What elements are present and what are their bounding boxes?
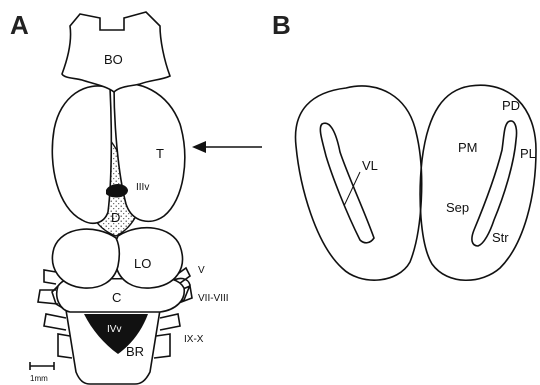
nerve-right-ix <box>160 314 180 330</box>
label-vl: VL <box>362 158 378 173</box>
label-d: D <box>111 210 120 225</box>
telencephalon-left <box>52 86 111 223</box>
label-c: C <box>112 290 121 305</box>
section-right-ventricle <box>472 121 517 246</box>
label-br: BR <box>126 344 144 359</box>
label-pd: PD <box>502 98 520 113</box>
scale-label: 1mm <box>30 374 48 383</box>
arrow-pointer <box>192 141 262 153</box>
label-ix-x: IX-X <box>184 334 204 345</box>
label-vii-viii: VII-VIII <box>198 293 229 304</box>
label-pl: PL <box>520 146 536 161</box>
label-iiiv: IIIv <box>136 182 149 193</box>
transverse-section <box>295 85 536 280</box>
section-left-hemisphere <box>295 86 421 280</box>
label-sep: Sep <box>446 200 469 215</box>
panel-letter-a: A <box>10 10 29 40</box>
optic-lobe-left <box>52 229 119 288</box>
panel-letter-b: B <box>272 10 291 40</box>
section-left-ventricle <box>320 123 374 243</box>
label-t: T <box>156 146 164 161</box>
nerve-left-ix <box>44 314 66 330</box>
label-ivv: IVv <box>107 324 121 335</box>
nerve-right-x <box>154 334 170 358</box>
label-pm: PM <box>458 140 478 155</box>
label-v: V <box>198 265 205 276</box>
nerve-left-v <box>44 270 56 284</box>
scale-bar <box>30 362 54 370</box>
label-bo: BO <box>104 52 123 67</box>
section-right-hemisphere <box>420 85 536 280</box>
label-str: Str <box>492 230 509 245</box>
vl-leader-line <box>344 172 360 206</box>
telencephalon-right <box>114 84 185 222</box>
label-lo: LO <box>134 256 151 271</box>
